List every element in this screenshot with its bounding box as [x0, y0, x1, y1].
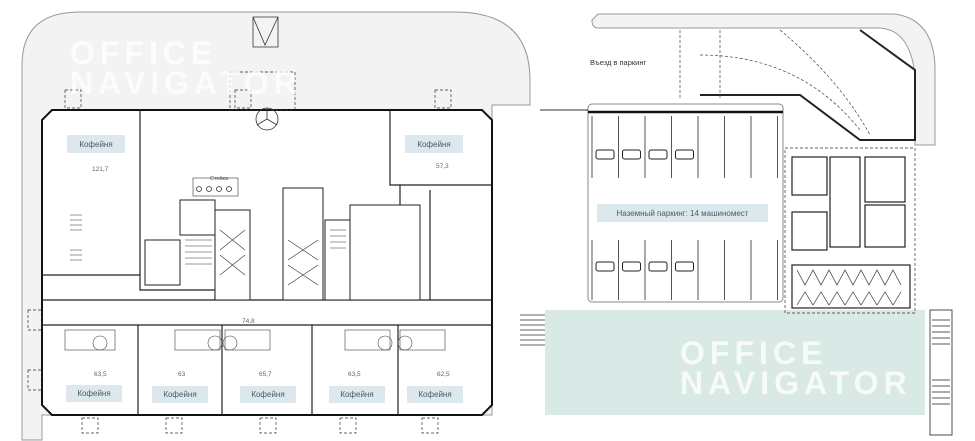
- parking-entry-label: Въезд в паркинг: [590, 58, 647, 67]
- driveway: [591, 13, 936, 146]
- accessible-parking-icon: [622, 261, 641, 272]
- accessible-parking-icon: [622, 149, 641, 160]
- parking-label: Наземный паркинг: 14 машиномест: [597, 204, 768, 222]
- room-area: 121,7: [92, 166, 109, 173]
- room-label: Кофейня: [240, 386, 296, 403]
- main-building: [41, 109, 493, 416]
- room-label: Кофейня: [67, 135, 125, 153]
- green-zone: [545, 310, 925, 415]
- room-label: Кофейня: [407, 386, 463, 403]
- room-label: Кофейня: [329, 386, 385, 403]
- room-area: 65,7: [259, 371, 272, 378]
- corridor-area: 74,8: [242, 318, 255, 325]
- accessible-parking-icon: [648, 149, 668, 160]
- room-label: Кофейня: [152, 386, 208, 403]
- accessible-parking-icon: [675, 149, 694, 160]
- room-label: Кофейня: [66, 385, 122, 402]
- counter-label: Стойка: [210, 176, 229, 182]
- watermark-line2: NAVIGATOR: [680, 365, 912, 401]
- room-label: Кофейня: [405, 135, 463, 153]
- watermark-line1: OFFICE: [70, 35, 218, 71]
- watermark-line2: NAVIGATOR: [70, 65, 302, 101]
- accessible-parking-icon: [675, 261, 694, 272]
- accessible-parking-icon: [648, 261, 668, 272]
- room-area: 63: [178, 371, 186, 378]
- room-area: 63,5: [94, 371, 107, 378]
- watermark-line1: OFFICE: [680, 335, 828, 371]
- room-area: 62,5: [437, 371, 450, 378]
- room-area: 57,3: [436, 163, 449, 170]
- room-area: 63,5: [348, 371, 361, 378]
- accessible-parking-icon: [595, 261, 615, 272]
- accessible-parking-icon: [595, 149, 615, 160]
- parking-area: [587, 103, 784, 303]
